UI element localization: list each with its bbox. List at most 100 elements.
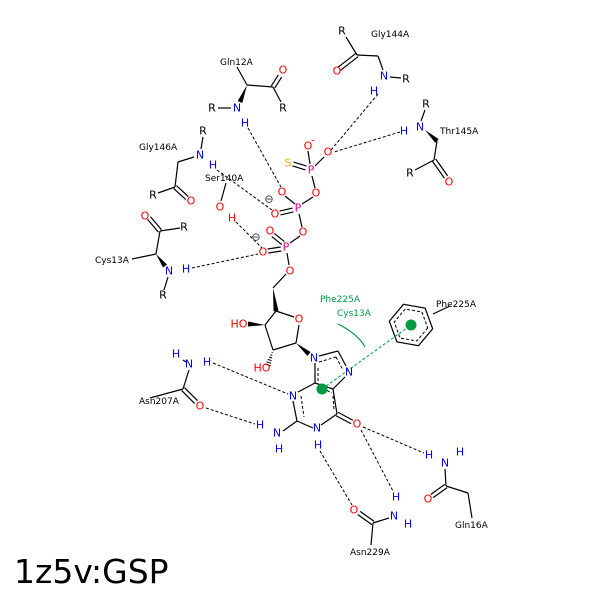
hydrogen-bond [330,93,379,151]
double-bond [271,236,283,246]
atom-h: H [275,443,283,456]
bond [314,156,325,167]
double-bond [279,207,293,212]
hydrogen-bond [235,221,263,249]
atom-o: O [141,210,150,223]
bond [275,310,295,318]
atom-r: R [208,102,216,115]
diagram-title: 1z5v:GSP [14,552,169,591]
bond [444,468,447,487]
bond [372,517,390,524]
atom-n: N [416,121,424,134]
atom-o: O [424,493,433,506]
bond [163,276,169,291]
atom-h: H [314,439,322,452]
atom-ho: HO [254,362,271,375]
residue-label: Gly146A [139,143,178,153]
atom-n: N [273,427,281,440]
atom-o: O [445,176,454,189]
atom-o: O [312,187,321,200]
atom-p: P [308,164,315,177]
aromatic-bond [332,395,335,411]
double-bond [181,389,196,404]
atom-o: O [299,226,308,239]
bond [356,54,379,57]
atom-o: O [324,146,333,159]
bond [159,227,181,232]
double-bond [432,487,448,499]
atom-n: N [185,358,193,371]
atom-h: H [456,446,464,459]
double-bond [270,74,279,87]
bond [445,485,469,494]
hashed-bond [268,356,273,359]
atom-h: H [172,348,180,361]
atom-o: O [216,201,225,214]
bond [272,342,297,351]
double-bond [335,415,352,425]
atom-n: N [165,265,173,278]
double-bond [292,165,306,171]
atom-ho: HO [231,318,248,331]
double-bond [183,387,198,402]
pi-interaction-label: Phe225A [320,295,361,305]
atom-h: H [370,85,378,98]
atom-r: R [180,221,188,234]
bond [182,359,187,363]
atom-h: H [392,491,400,504]
bond [177,156,195,163]
hydrogen-bond [247,127,282,188]
residue-label: Gly144A [371,30,410,40]
double-bond [150,216,162,231]
bond [131,253,157,260]
residue-label: Cys13A [95,256,130,266]
atom-n: N [345,366,353,379]
bond [432,305,451,315]
phenyl-aromatic-ring [393,308,429,342]
atom-o: O [295,313,304,326]
charge-circle-minus: ⊖ [264,193,273,206]
atom-o: O [271,208,280,221]
bond [157,186,176,194]
bond [311,175,316,189]
ring-centroid-dot [316,383,328,395]
bond [272,273,287,289]
atom-n: N [196,149,204,162]
bond [295,324,300,344]
double-bond [280,211,294,216]
atom-h: H [241,117,249,130]
bond [272,86,282,103]
hashed-bond [264,363,272,367]
hydrogen-bond [362,426,425,454]
atom-h: H [425,449,433,462]
double-bond [273,232,285,242]
double-bond [293,161,307,167]
phenyl-ring [388,303,434,347]
aromatic-bond [318,356,337,363]
atom-n: N [390,510,398,523]
wedge-bond [237,85,247,103]
bond [284,195,296,205]
hydrogen-bond [333,131,401,153]
charge-minus: - [311,134,315,147]
hydrogen-bond [191,253,259,269]
double-bond [431,160,445,179]
bond [149,388,184,399]
bond [296,420,314,429]
atom-r: R [406,167,414,180]
bond [220,182,227,202]
wedge-bond [296,343,311,356]
atom-n: N [441,457,449,470]
bond [345,36,358,56]
hashed-bond [267,358,272,362]
wedge-bond [247,321,265,327]
double-bond [337,52,357,68]
bond [282,420,298,432]
atom-p: P [295,202,302,215]
atom-n: N [313,422,321,435]
charge-circle-minus: ⊖ [251,231,260,244]
hashed-bond [266,361,272,364]
hydrogen-bond [216,169,273,211]
atom-o: O [266,225,275,238]
